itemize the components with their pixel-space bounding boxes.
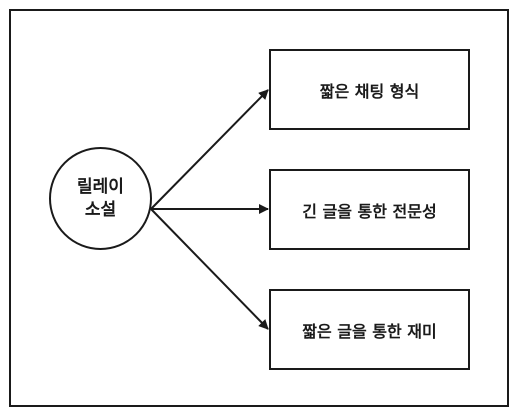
long-text-expertise-label: 긴 글을 통한 전문성 bbox=[302, 201, 437, 221]
relay-novel-node: 릴레이 소설 bbox=[49, 147, 152, 250]
short-text-fun-label: 짧은 글을 통한 재미 bbox=[302, 321, 437, 341]
diagram-frame bbox=[9, 9, 509, 407]
arrow-to-box-1 bbox=[150, 89, 269, 210]
short-text-fun-node: 짧은 글을 통한 재미 bbox=[269, 289, 470, 370]
relay-novel-label: 릴레이 소설 bbox=[77, 176, 124, 220]
arrow-to-box-3 bbox=[150, 208, 269, 330]
short-chat-format-label: 짧은 채팅 형식 bbox=[319, 81, 420, 101]
short-chat-format-node: 짧은 채팅 형식 bbox=[269, 49, 470, 130]
long-text-expertise-node: 긴 글을 통한 전문성 bbox=[269, 169, 470, 250]
